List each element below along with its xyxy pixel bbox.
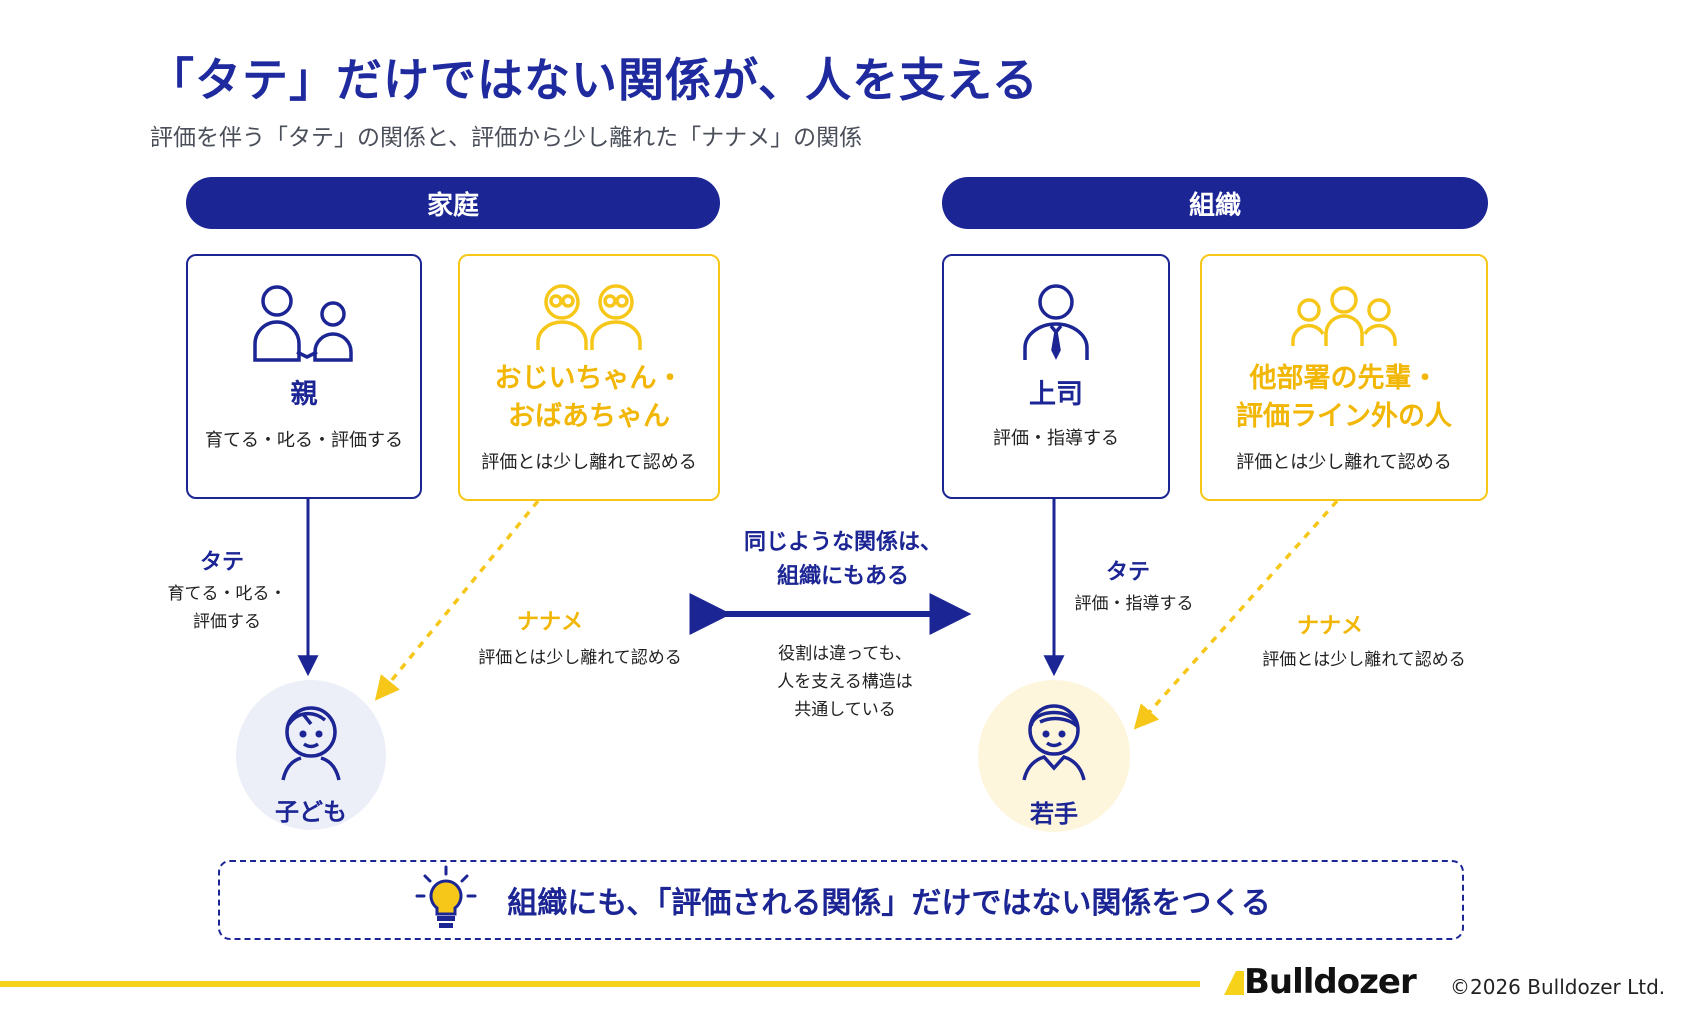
grandparents-name: おじいちゃん・ おばあちゃん <box>494 363 684 432</box>
parent-desc: 育てる・叱る・評価する <box>205 430 403 451</box>
family-vertical-desc: 育てる・叱る・ 評価する <box>167 584 287 632</box>
center-desc: 役割は違っても、 人を支える構造は 共通している <box>777 644 913 720</box>
parent-card: 親 育てる・叱る・評価する <box>186 254 422 499</box>
key-message-text: 組織にも、「評価される関係」だけではない関係をつくる <box>507 886 1271 921</box>
child-name: 子ども <box>275 798 347 826</box>
parent-child-icon <box>188 282 420 362</box>
young-person-icon <box>1016 700 1092 786</box>
boss-desc: 評価・指導する <box>993 428 1119 449</box>
grandparents-icon <box>460 280 718 352</box>
page-subtitle: 評価を伴う「タテ」の関係と、評価から少し離れた「ナナメ」の関係 <box>150 125 863 151</box>
parent-name: 親 <box>290 379 318 410</box>
grandparents-card: おじいちゃん・ おばあちゃん 評価とは少し離れて認める <box>458 254 720 501</box>
junior-node: 若手 <box>978 680 1130 832</box>
group-icon <box>1202 286 1486 348</box>
org-vertical-title: タテ <box>1105 560 1150 585</box>
org-diagonal-desc: 評価とは少し離れて認める <box>1262 650 1466 670</box>
lightbulb-icon <box>411 863 481 937</box>
family-vertical-title: タテ <box>199 550 244 575</box>
page-title: 「タテ」だけではない関係が、人を支える <box>148 53 1039 107</box>
footer-accent-line <box>0 981 1200 987</box>
family-diagonal-title: ナナメ <box>516 610 583 635</box>
grandparents-desc: 評価とは少し離れて認める <box>481 452 697 473</box>
bulldozer-logo: Bulldozer <box>1222 962 1417 1002</box>
family-diagonal-arrow <box>374 499 540 701</box>
family-diagonal-desc: 評価とは少し離れて認める <box>478 648 682 668</box>
org-diagonal-title: ナナメ <box>1296 614 1363 639</box>
section-family-label: 家庭 <box>186 177 720 229</box>
center-heading: 同じような関係は、 組織にもある <box>743 530 942 589</box>
boss-name: 上司 <box>1029 379 1083 410</box>
junior-name: 若手 <box>1030 800 1078 828</box>
child-icon <box>273 702 349 786</box>
org-vertical-desc: 評価・指導する <box>1074 594 1194 614</box>
logo-text: Bulldozer <box>1244 962 1417 1002</box>
child-node: 子ども <box>236 680 386 830</box>
seniors-card: 他部署の先輩・ 評価ライン外の人 評価とは少し離れて認める <box>1200 254 1488 501</box>
seniors-name: 他部署の先輩・ 評価ライン外の人 <box>1236 363 1452 432</box>
boss-card: 上司 評価・指導する <box>942 254 1170 499</box>
key-message-callout: 組織にも、「評価される関係」だけではない関係をつくる <box>218 860 1464 940</box>
section-organization-label: 組織 <box>942 177 1488 229</box>
seniors-desc: 評価とは少し離れて認める <box>1236 452 1452 473</box>
boss-icon <box>944 282 1168 362</box>
copyright: ©2026 Bulldozer Ltd. <box>1450 975 1666 999</box>
